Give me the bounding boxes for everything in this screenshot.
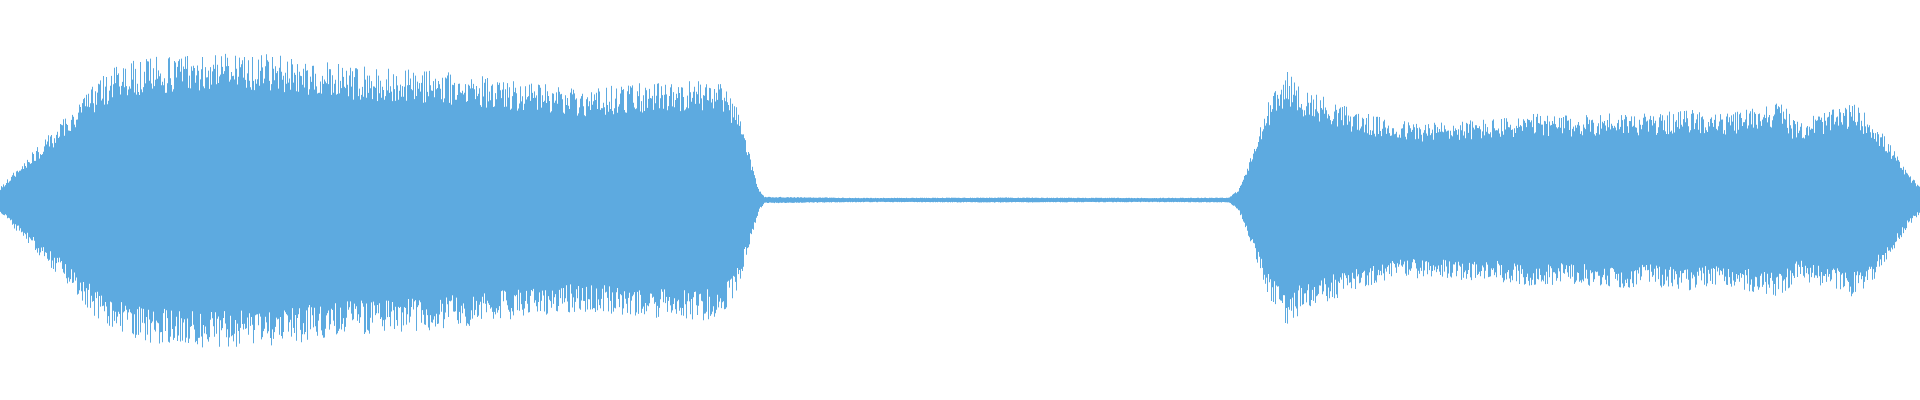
waveform-bars bbox=[0, 53, 1920, 348]
